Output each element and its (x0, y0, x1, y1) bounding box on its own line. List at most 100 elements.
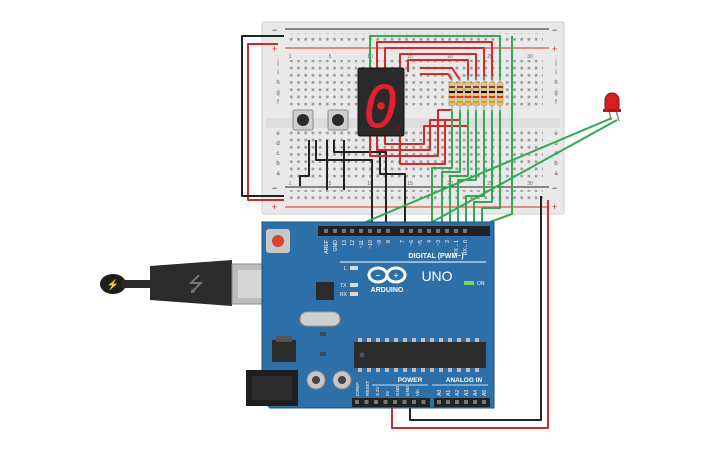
resistor-band (489, 96, 495, 98)
green-wire[interactable] (449, 110, 469, 228)
chip-pin (358, 338, 362, 342)
red-wire[interactable] (247, 43, 284, 201)
chip-pin (385, 368, 389, 372)
led-green-wire[interactable] (341, 117, 613, 233)
bottom-rail-holes (287, 190, 543, 203)
resistor-band (457, 96, 463, 98)
row-letter-label: c (277, 151, 280, 157)
row-letter-label: d (554, 141, 557, 147)
header-pin-hole[interactable] (455, 400, 459, 404)
header-pin-hole[interactable] (436, 229, 440, 233)
column-number-label: 1 (289, 54, 292, 60)
header-pin-hole[interactable] (402, 400, 407, 404)
green-wire[interactable] (431, 110, 453, 228)
resistor[interactable] (472, 76, 480, 112)
chip-pin (457, 368, 461, 372)
header-pin-hole[interactable] (446, 400, 450, 404)
row-letter-label: g (276, 90, 279, 96)
push-button-2[interactable] (327, 109, 349, 131)
red-wire[interactable] (391, 200, 549, 429)
red-wire[interactable] (420, 73, 453, 81)
header-pin-hole[interactable] (482, 400, 486, 404)
header-pin-hole[interactable] (364, 400, 369, 404)
button-cap-icon (297, 114, 309, 126)
resistor[interactable] (496, 76, 504, 112)
digital-pin-label: ~9 (377, 240, 383, 246)
header-pin-hole[interactable] (464, 400, 468, 404)
resistor-band (489, 91, 495, 93)
analog-pin-label: A5 (482, 390, 488, 396)
header-pin-hole[interactable] (342, 229, 346, 233)
chip-pin (412, 338, 416, 342)
header-pin-hole[interactable] (383, 400, 388, 404)
row-letter-label: a (554, 171, 558, 177)
header-pin-hole[interactable] (409, 229, 413, 233)
resistor-band (465, 96, 471, 98)
header-pin-hole[interactable] (463, 229, 467, 233)
smd-component (320, 352, 326, 356)
rx-led (350, 292, 358, 296)
red-wire[interactable] (399, 53, 477, 80)
resistor[interactable] (456, 76, 464, 112)
header-pin-hole[interactable] (333, 229, 337, 233)
chip-pin (448, 368, 452, 372)
black-wire[interactable] (315, 140, 373, 228)
black-wire[interactable] (409, 196, 542, 421)
header-pin-hole[interactable] (418, 229, 422, 233)
resistor[interactable] (488, 76, 496, 112)
header-pin-hole[interactable] (412, 400, 416, 404)
header-pin-hole[interactable] (421, 400, 426, 404)
red-wire[interactable] (399, 120, 446, 165)
black-wire[interactable] (379, 150, 406, 228)
tx-led-label: TX (340, 283, 347, 289)
header-pin-hole[interactable] (324, 229, 328, 233)
red-wire[interactable] (384, 47, 485, 80)
row-letter-label: b (554, 161, 558, 167)
rx-led-label: RX (340, 292, 348, 298)
header-pin-hole[interactable] (427, 229, 431, 233)
header-pin-hole[interactable] (393, 400, 397, 404)
header-pin-hole[interactable] (386, 229, 390, 233)
green-wire[interactable] (465, 110, 485, 228)
resistor-band (449, 91, 455, 93)
led-green-wire[interactable] (413, 119, 618, 233)
green-wire[interactable] (473, 110, 493, 228)
chip-pin (457, 338, 461, 342)
black-wire[interactable] (241, 35, 284, 197)
resistor[interactable] (480, 76, 488, 112)
wires (241, 35, 618, 429)
header-pin-hole[interactable] (350, 229, 354, 233)
chip-pin (367, 338, 371, 342)
red-wire[interactable] (369, 109, 452, 157)
red-led[interactable] (603, 92, 621, 122)
green-wire[interactable] (481, 110, 501, 228)
green-wire[interactable] (441, 110, 461, 228)
header-pin-hole[interactable] (368, 229, 372, 233)
black-wire[interactable] (333, 140, 387, 228)
resistor[interactable] (448, 76, 456, 112)
digital-pin-label: GND (333, 240, 339, 252)
red-wire[interactable] (384, 125, 468, 145)
black-wire[interactable] (299, 140, 310, 186)
header-pin-hole[interactable] (374, 400, 378, 404)
seven-segment-display[interactable]: 0 (357, 67, 405, 141)
header-pin-hole[interactable] (445, 229, 449, 233)
resistor[interactable] (464, 76, 472, 112)
red-wire[interactable] (376, 119, 460, 151)
green-wire[interactable] (489, 36, 513, 223)
green-wire[interactable] (369, 35, 501, 80)
header-pin-hole[interactable] (473, 400, 477, 404)
header-pin-hole[interactable] (454, 229, 458, 233)
header-pin-hole[interactable] (359, 229, 363, 233)
push-button-1[interactable] (292, 109, 314, 131)
button-cap-icon (332, 114, 344, 126)
header-pin-hole[interactable] (400, 229, 404, 233)
row-letter-label: i (277, 70, 278, 76)
red-wire[interactable] (420, 67, 461, 81)
red-wire[interactable] (376, 41, 493, 80)
red-wire[interactable] (407, 59, 469, 80)
header-pin-hole[interactable] (355, 400, 359, 404)
header-pin-hole[interactable] (377, 229, 381, 233)
header-pin-hole[interactable] (437, 400, 441, 404)
